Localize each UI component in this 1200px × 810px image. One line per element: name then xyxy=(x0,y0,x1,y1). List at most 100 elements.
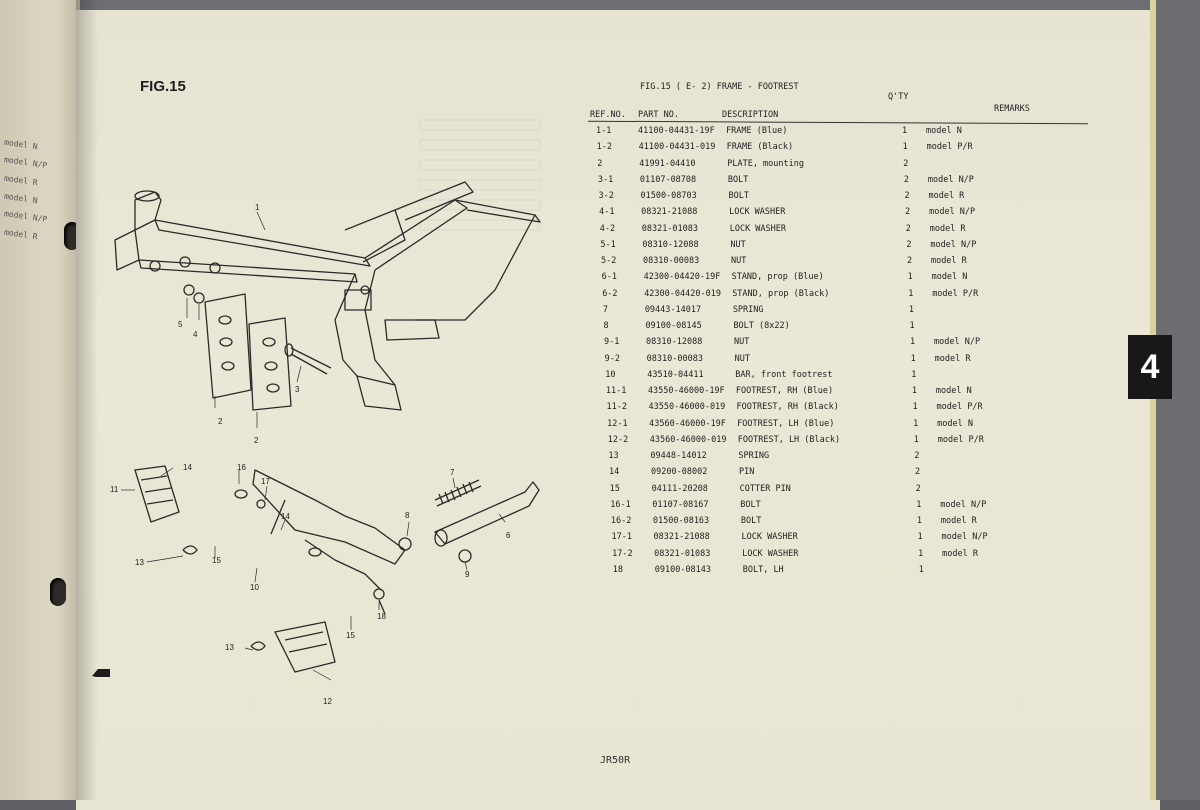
ref-no-cell: 12-2 xyxy=(607,434,629,445)
remarks-cell: model N/P xyxy=(927,174,974,185)
qty-cell: 1 xyxy=(913,418,919,429)
description-cell: LOCK WASHER xyxy=(741,532,798,543)
description-cell: BOLT xyxy=(727,174,749,185)
remarks-cell: model P/R xyxy=(937,434,984,445)
callout-13: 13 xyxy=(225,643,234,652)
description-header: DESCRIPTION xyxy=(722,110,779,120)
description-cell: BOLT xyxy=(728,191,749,201)
page-gutter-shadow xyxy=(76,0,98,800)
part-no-cell: 43550-46000-019 xyxy=(648,402,726,413)
description-cell: FOOTREST, RH (Black) xyxy=(736,402,839,413)
qty-cell: 1 xyxy=(902,142,908,153)
part-no-cell: 09100-08143 xyxy=(654,564,712,575)
description-cell: LOCK WASHER xyxy=(742,548,799,559)
description-cell: LOCK WASHER xyxy=(729,223,787,234)
qty-cell: 1 xyxy=(912,402,918,413)
part-no-cell: 42300-04420-019 xyxy=(644,288,721,299)
remarks-cell: model N/P xyxy=(934,337,981,348)
remarks-cell: model N/P xyxy=(940,499,987,510)
remarks-cell: model N xyxy=(931,272,968,283)
callout-18: 18 xyxy=(377,612,386,621)
part-no-cell: 01107-08167 xyxy=(652,499,709,510)
part-no-cell: 08310-12088 xyxy=(646,337,703,348)
qty-cell: 2 xyxy=(915,467,921,478)
qty-cell: 2 xyxy=(903,174,909,185)
description-cell: BOLT xyxy=(740,516,762,526)
remarks-cell: model P/R xyxy=(936,402,983,413)
remarks-cell: model P/R xyxy=(932,288,979,299)
ref-no-cell: 7 xyxy=(602,304,608,315)
qty-cell: 1 xyxy=(918,564,924,575)
part-no-cell: 43560-46000-19F xyxy=(649,418,726,429)
remarks-cell: model N/P xyxy=(929,207,976,218)
part-no-cell: 43550-46000-19F xyxy=(647,386,725,396)
ref-no-cell: 3-2 xyxy=(598,191,614,201)
description-cell: BOLT (8x22) xyxy=(733,321,790,331)
ref-no-cell: 13 xyxy=(608,451,619,461)
qty-cell: 1 xyxy=(910,337,916,348)
callout-3: 3 xyxy=(295,385,300,394)
section-tab: 4 xyxy=(1128,335,1172,399)
ref-no-cell: 1-2 xyxy=(596,142,612,153)
remarks-cell: model R xyxy=(942,548,978,559)
ref-no-cell: 9-2 xyxy=(604,353,621,364)
qty-header: Q'TY xyxy=(888,92,909,102)
binder-hole xyxy=(50,578,66,606)
qty-cell: 1 xyxy=(908,304,914,315)
remarks-cell: model R xyxy=(934,353,971,364)
part-no-cell: 41100-04431-19F xyxy=(638,126,715,136)
part-no-cell: 08310-12088 xyxy=(642,239,699,250)
right-page-edge xyxy=(1150,0,1200,800)
callout-1: 1 xyxy=(255,203,260,212)
logo-icon xyxy=(92,669,110,677)
qty-cell: 1 xyxy=(911,386,918,396)
description-cell: NUT xyxy=(734,353,751,364)
callout-9: 9 xyxy=(465,570,470,579)
frame-part xyxy=(114,181,541,411)
figure-label: FIG.15 xyxy=(140,78,186,95)
ref-no-cell: 3-1 xyxy=(597,174,614,185)
callout-7: 7 xyxy=(450,468,455,477)
ref-no-cell: 2 xyxy=(597,158,603,169)
description-cell: FRAME (Blue) xyxy=(726,126,788,136)
description-cell: COTTER PIN xyxy=(739,483,791,494)
exploded-parts-diagram xyxy=(114,181,541,681)
part-no-cell: 08321-21088 xyxy=(641,207,698,218)
part-no-cell: 01107-08708 xyxy=(639,174,697,185)
footrest-bar-part xyxy=(252,469,406,591)
description-cell: NUT xyxy=(734,337,750,348)
callout-13: 13 xyxy=(135,558,144,567)
remarks-cell: model N xyxy=(935,386,972,396)
left-page-label: model N xyxy=(3,137,39,152)
callout-14: 14 xyxy=(183,463,192,472)
remarks-cell: model R xyxy=(940,516,977,526)
part-no-cell: 01500-08703 xyxy=(640,191,697,201)
qty-cell: 2 xyxy=(905,207,911,218)
part-no-cell: 43510-04411 xyxy=(647,369,704,380)
remarks-cell: model R xyxy=(930,256,967,266)
ref-no-cell: 6-2 xyxy=(602,288,618,299)
ref-no-header: REF.NO. xyxy=(590,110,626,120)
description-cell: PIN xyxy=(739,467,755,478)
part-no-cell: 41100-04431-019 xyxy=(638,142,716,153)
ref-no-cell: 4-2 xyxy=(599,223,616,234)
qty-cell: 1 xyxy=(916,516,922,526)
ref-no-cell: 5-2 xyxy=(600,256,617,266)
ref-no-cell: 8 xyxy=(603,321,609,331)
remarks-cell: model N xyxy=(937,418,973,429)
spring-part xyxy=(434,479,482,507)
part-no-cell: 41991-04410 xyxy=(639,158,696,169)
qty-cell: 2 xyxy=(906,256,913,266)
callout-12: 12 xyxy=(323,697,332,706)
left-page-label: model N/P xyxy=(3,155,48,170)
footrest-rh-part xyxy=(134,465,180,523)
callout-11: 11 xyxy=(110,485,119,494)
part-no-cell: 09200-08002 xyxy=(651,467,708,478)
callout-5: 5 xyxy=(178,320,183,329)
mounting-plate-part xyxy=(204,293,292,411)
callout-2: 2 xyxy=(218,417,223,426)
description-cell: BAR, front footrest xyxy=(735,369,833,380)
part-no-cell: 08321-01083 xyxy=(654,548,711,559)
table-title: FIG.15 ( E- 2) FRAME - FOOTREST xyxy=(640,82,799,92)
ref-no-cell: 1-1 xyxy=(596,126,612,136)
